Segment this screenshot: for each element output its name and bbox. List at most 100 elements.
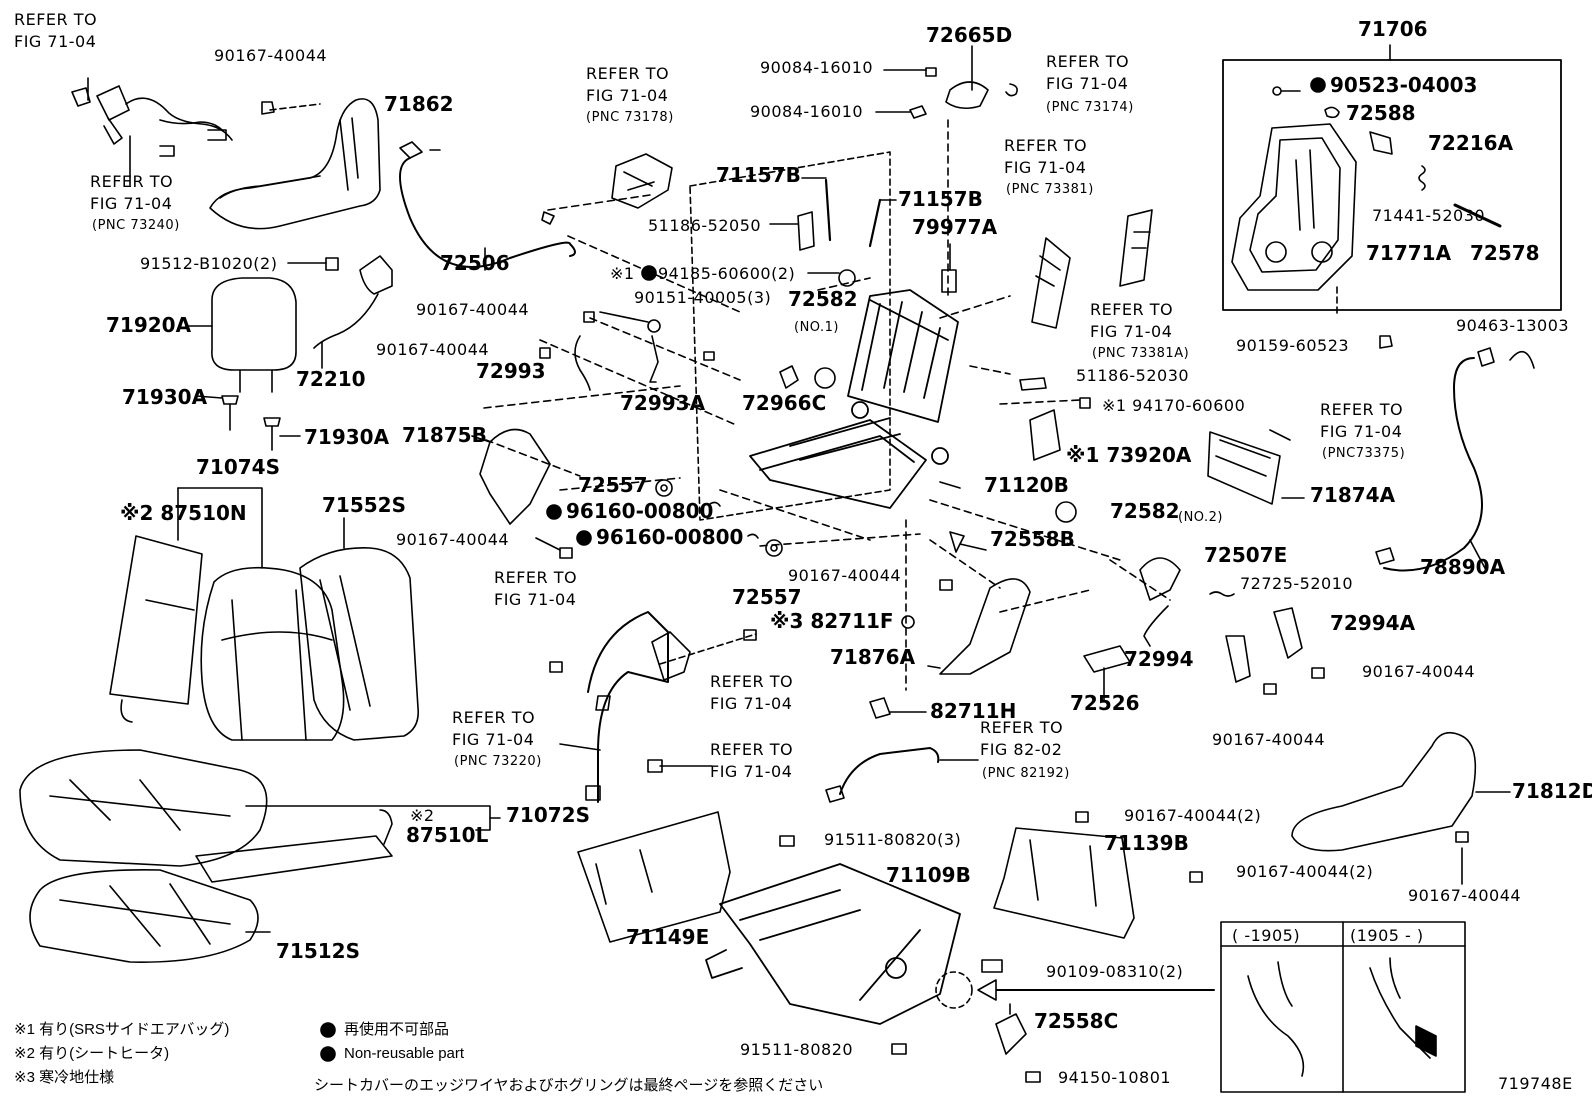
part-71072s-cover <box>19 749 268 867</box>
label-71139b: 71139B <box>1104 831 1189 855</box>
label-90167-40044-2b: 90167-40044(2) <box>1236 862 1374 881</box>
part-71109b-frame <box>705 863 961 1025</box>
legend-footer: シートカバーのエッジワイヤおよびホグリングは最終ページを参照ください <box>314 1077 824 1094</box>
inset-box-71706 <box>1222 59 1562 311</box>
label-90159-60523: 90159-60523 <box>1236 336 1350 355</box>
label-71149e: 71149E <box>626 925 710 949</box>
label-90167-40044-c: 90167-40044 <box>396 530 510 549</box>
label-refer-to: REFER TO <box>90 172 174 191</box>
label-71072s: 71072S <box>506 803 590 827</box>
label-87510l: 87510L <box>406 823 489 847</box>
label-fig: FIG 71-04 <box>1090 322 1173 341</box>
label-refer-to-tl: REFER TO <box>14 10 98 29</box>
label-71862: 71862 <box>384 92 454 116</box>
label-71930a: 71930A <box>122 385 208 409</box>
label-90151-40005: 90151-40005(3) <box>634 288 772 307</box>
label-72582-no2: 72582 <box>1110 499 1180 523</box>
label-pnc-73240: (PNC 73240) <box>92 218 180 233</box>
label-refer-to: REFER TO <box>1090 300 1174 319</box>
label-90167-40044-d: 90167-40044 <box>788 566 902 585</box>
label-91512-b1020: 91512-B1020(2) <box>140 254 278 273</box>
label-72557-b: 72557 <box>732 585 802 609</box>
label-94170-60600: ※1 94170-60600 <box>1102 396 1246 415</box>
label-71441-52030: 71441-52030 <box>1372 206 1486 225</box>
label-90167-40044-b: 90167-40044 <box>376 340 490 359</box>
label-90167-40044-f: 90167-40044 <box>1212 730 1326 749</box>
label-90084-16010-b: 90084-16010 <box>750 102 864 121</box>
legend-note3: ※3 寒冷地仕様 <box>14 1069 115 1086</box>
label-fig: FIG 71-04 <box>1046 74 1129 93</box>
label-pnc-73381a: (PNC 73381A) <box>1092 346 1190 361</box>
label-72558b: 72558B <box>990 527 1075 551</box>
label-72725-52010: 72725-52010 <box>1240 574 1354 593</box>
part-seatbelt-center <box>585 611 691 803</box>
label-72588: 72588 <box>1346 101 1416 125</box>
label-fig: FIG 71-04 <box>1320 422 1403 441</box>
part-71074s-cover <box>200 566 345 741</box>
label-refer-to: REFER TO <box>710 672 794 691</box>
label-72507e: 72507E <box>1204 543 1288 567</box>
part-71875b-bracket <box>479 428 551 525</box>
label-71812d: 71812D <box>1512 779 1592 803</box>
label-fig: FIG 71-04 <box>586 86 669 105</box>
label-96160-00800: 96160-00800 <box>566 499 714 523</box>
label-71876a: 71876A <box>830 645 916 669</box>
label-refer-to: REFER TO <box>1046 52 1130 71</box>
part-71552s-pad <box>299 547 420 741</box>
label-71706: 71706 <box>1358 17 1428 41</box>
part-71149e-cover <box>577 811 731 943</box>
label-72582-no1: 72582 <box>788 287 858 311</box>
label-pnc-73220: (PNC 73220) <box>454 754 542 769</box>
label-71157b-b: 71157B <box>898 187 983 211</box>
part-71120b-frame <box>749 289 959 509</box>
part-71874a-panel <box>1207 431 1281 505</box>
label-pnc-73178: (PNC 73178) <box>586 110 674 125</box>
part-71771a-panel <box>1231 123 1357 291</box>
label-71074s: 71074S <box>196 455 280 479</box>
label-refer-to: REFER TO <box>1004 136 1088 155</box>
part-87510n-mat <box>109 535 203 705</box>
label-diagram-id: 719748E <box>1498 1074 1573 1093</box>
label-71109b: 71109B <box>886 863 971 887</box>
label-90084-16010: 90084-16010 <box>760 58 874 77</box>
label-90523-04003: 90523-04003 <box>1330 73 1478 97</box>
label-no1: (NO.1) <box>794 320 839 335</box>
label-91511-80820-3: 91511-80820(3) <box>824 830 962 849</box>
label-79977a: 79977A <box>912 215 998 239</box>
legend-nonreusable-jp: 再使用不可部品 <box>344 1021 450 1038</box>
label-refer-to: REFER TO <box>494 568 578 587</box>
label-72506: 72506 <box>440 251 510 275</box>
label-51186-52030: 51186-52030 <box>1076 366 1190 385</box>
label-71874a: 71874A <box>1310 483 1396 507</box>
label-73920a: ※1 73920A <box>1066 443 1192 467</box>
label-72966c: 72966C <box>742 391 827 415</box>
label-fig: FIG 71-04 <box>494 590 577 609</box>
label-refer-to: REFER TO <box>586 64 670 83</box>
part-buckle-top-left <box>71 85 233 157</box>
label-71771a: 71771A <box>1366 241 1452 265</box>
label-82711f: ※3 82711F <box>770 609 894 633</box>
part-bracket-73178 <box>611 153 673 209</box>
part-71876a-bracket <box>939 578 1031 675</box>
label-refer-to: REFER TO <box>980 718 1064 737</box>
part-71920a-headrest <box>211 277 297 393</box>
label-72210: 72210 <box>296 367 366 391</box>
label-72216a: 72216A <box>1428 131 1514 155</box>
part-72506-cable <box>399 157 576 268</box>
label-refer-to: REFER TO <box>710 740 794 759</box>
label-pnc-82192: (PNC 82192) <box>982 766 1070 781</box>
label-refer-to: REFER TO <box>1320 400 1404 419</box>
label-90167-40044-g: 90167-40044 <box>1408 886 1522 905</box>
label-72993: 72993 <box>476 359 546 383</box>
label-refer-to: REFER TO <box>452 708 536 727</box>
label-72558c: 72558C <box>1034 1009 1119 1033</box>
label-range-from-1905: (1905 - ) <box>1350 926 1424 945</box>
label-90167-40044-e: 90167-40044 <box>1362 662 1476 681</box>
label-71512s: 71512S <box>276 939 360 963</box>
label-71875b: 71875B <box>402 423 487 447</box>
label-72994a: 72994A <box>1330 611 1416 635</box>
label-90167-40044: 90167-40044 <box>416 300 530 319</box>
label-72994: 72994 <box>1124 647 1194 671</box>
label-71120b: 71120B <box>984 473 1069 497</box>
